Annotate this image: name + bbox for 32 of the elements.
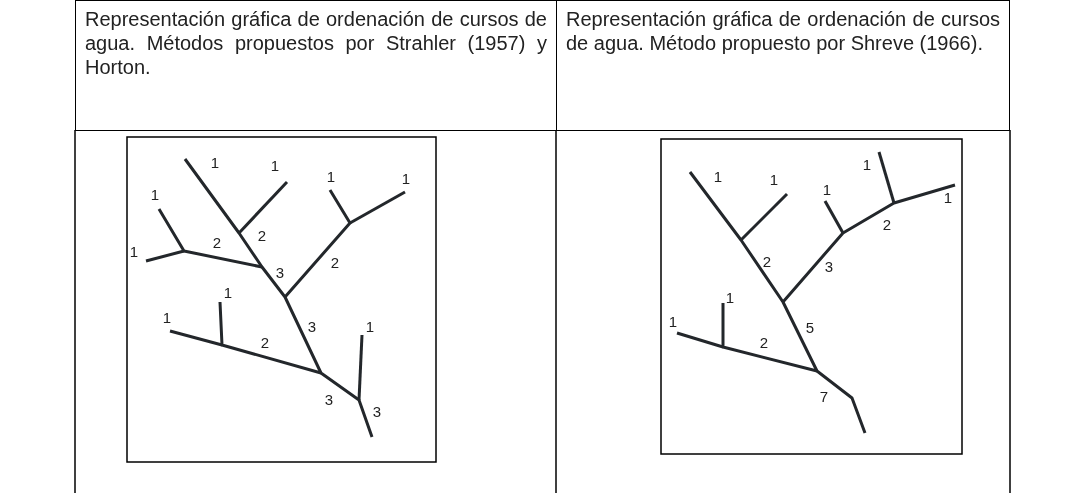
stream-order-number: 1	[862, 157, 872, 173]
stream-order-number: 1	[210, 155, 220, 171]
stream-order-number: 1	[326, 169, 336, 185]
table-cell: Representación gráfica de ordenación de cursos de agua. Método propuesto por Shreve (1966).	[556, 0, 1010, 131]
stream-order-number: 1	[162, 310, 172, 326]
stream-order-number: 3	[372, 404, 382, 420]
stream-order-number: 1	[713, 169, 723, 185]
stream-order-number: 1	[270, 158, 280, 174]
stream-order-number: 1	[668, 314, 678, 330]
stream-order-number: 2	[260, 335, 270, 351]
stream-order-number: 2	[882, 217, 892, 233]
stream-order-number: 1	[401, 171, 411, 187]
table-cell: Representación gráfica de ordenación de cursos de agua. Métodos propuestos por Strahler (1957) y Horton.	[75, 0, 557, 131]
stream-order-number: 2	[762, 254, 772, 270]
stream-order-number: 1	[943, 190, 953, 206]
stream-order-number: 3	[824, 259, 834, 275]
stream-order-number: 5	[805, 320, 815, 336]
stream-order-number: 1	[365, 319, 375, 335]
stream-order-number: 3	[275, 265, 285, 281]
stream-order-number: 3	[307, 319, 317, 335]
stream-order-number: 1	[150, 187, 160, 203]
stream-order-number: 1	[822, 182, 832, 198]
stream-order-number: 3	[324, 392, 334, 408]
stream-order-number: 1	[769, 172, 779, 188]
stream-order-number: 1	[129, 244, 139, 260]
stream-order-number: 1	[223, 285, 233, 301]
stream-order-number: 7	[819, 389, 829, 405]
stream-order-number: 1	[725, 290, 735, 306]
stream-order-number: 2	[759, 335, 769, 351]
stream-order-number: 2	[330, 255, 340, 271]
stream-order-number: 2	[212, 235, 222, 251]
stream-order-number: 2	[257, 228, 267, 244]
